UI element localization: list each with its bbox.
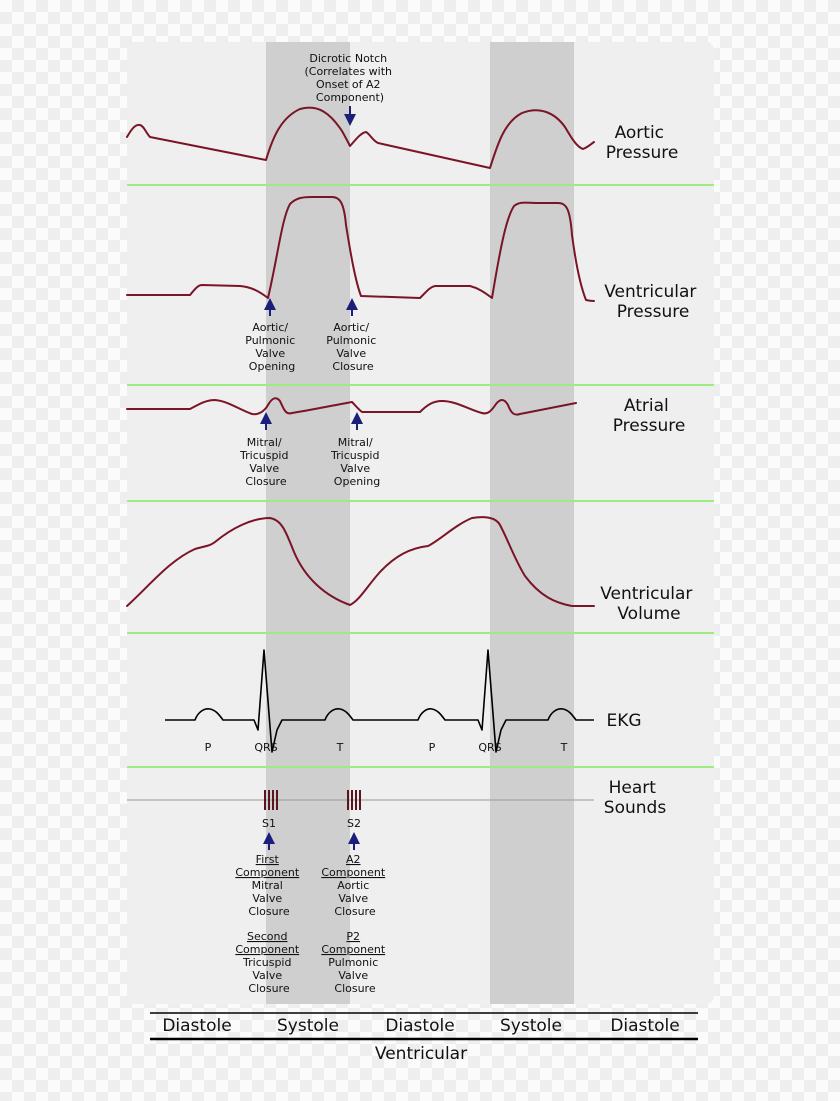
systole-band-2 xyxy=(490,42,574,1004)
mitral-opening-annotation: Mitral/ Tricuspid Valve Opening xyxy=(330,436,383,488)
s2-a2-component-text: A2 Component Aortic Valve Closure xyxy=(321,853,388,918)
ekg-label-qrs-1: QRS xyxy=(254,741,277,754)
phase-systole-1: Systole xyxy=(277,1016,339,1036)
ekg-label-p-2: P xyxy=(429,741,436,754)
s2-sound-marks xyxy=(347,790,361,810)
label-heart-sounds: Heart Sounds xyxy=(604,778,667,818)
label-ventricular-volume: Ventricular Volume xyxy=(600,584,698,624)
ventricular-volume-curve xyxy=(126,516,595,607)
s2-p2-component-text: P2 Component Pulmonic Valve Closure xyxy=(321,930,388,995)
row-dividers xyxy=(127,184,714,768)
phase-diastole-2: Diastole xyxy=(385,1016,454,1036)
ventricular-pressure-curve xyxy=(126,196,595,302)
dicrotic-notch-annotation: Dicrotic Notch (Correlates with Onset of… xyxy=(304,52,395,104)
phase-diastole-3: Diastole xyxy=(610,1016,679,1036)
s2-label: S2 xyxy=(347,817,361,830)
phase-diastole-1: Diastole xyxy=(162,1016,231,1036)
s1-sound-marks xyxy=(264,790,278,810)
mitral-closure-annotation: Mitral/ Tricuspid Valve Closure xyxy=(239,436,292,488)
phase-systole-2: Systole xyxy=(500,1016,562,1036)
s1-label: S1 xyxy=(262,817,276,830)
label-atrial-pressure: Atrial Pressure xyxy=(613,396,686,436)
label-ekg: EKG xyxy=(606,711,641,731)
valve-closure-annotation: Aortic/ Pulmonic Valve Closure xyxy=(326,321,380,373)
valve-opening-annotation: Aortic/ Pulmonic Valve Opening xyxy=(245,321,299,373)
ekg-label-t-1: T xyxy=(336,741,344,754)
label-aortic-pressure: Aortic Pressure xyxy=(606,123,679,163)
phase-caption: Ventricular xyxy=(375,1044,467,1064)
label-ventricular-pressure: Ventricular Pressure xyxy=(604,282,702,322)
atrial-pressure-curve xyxy=(126,397,577,416)
aortic-pressure-curve xyxy=(126,106,595,169)
diagram-panel xyxy=(127,42,714,1004)
ekg-trace xyxy=(165,649,594,753)
s1-first-component-text: First Component Mitral Valve Closure xyxy=(235,853,302,918)
s1-second-component-text: Second Component Tricuspid Valve Closure xyxy=(235,930,302,995)
ekg-label-qrs-2: QRS xyxy=(478,741,501,754)
ekg-label-p-1: P xyxy=(205,741,212,754)
ekg-label-t-2: T xyxy=(560,741,568,754)
